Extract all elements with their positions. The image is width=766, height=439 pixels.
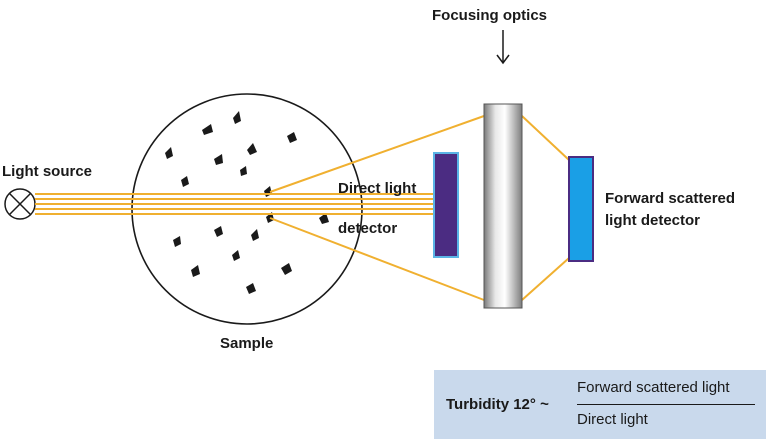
forward-scattered-light-detector	[568, 156, 594, 262]
formula-denominator: Direct light	[577, 411, 648, 428]
sample-particles	[165, 111, 329, 294]
light-source-label: Light source	[2, 163, 92, 180]
formula-numerator: Forward scattered light	[577, 379, 730, 396]
fraction-bar	[577, 404, 755, 405]
direct-light-label-line2: detector	[338, 220, 397, 237]
direct-light-label-line1: Direct light	[338, 180, 416, 197]
sample-label: Sample	[220, 335, 273, 352]
down-arrow-icon	[496, 30, 510, 65]
focusing-optics-lens	[483, 103, 523, 309]
forward-scattered-label-line2: light detector	[605, 212, 700, 229]
direct-light-detector	[433, 152, 459, 258]
turbidity-formula-box: Turbidity 12° ~ Forward scattered light …	[434, 370, 766, 439]
focusing-optics-label: Focusing optics	[432, 7, 547, 24]
direct-light-beams	[35, 193, 434, 215]
light-source-icon	[4, 188, 36, 220]
forward-scattered-label-line1: Forward scattered	[605, 190, 735, 207]
turbidity-formula-name: Turbidity 12° ~	[446, 396, 549, 413]
